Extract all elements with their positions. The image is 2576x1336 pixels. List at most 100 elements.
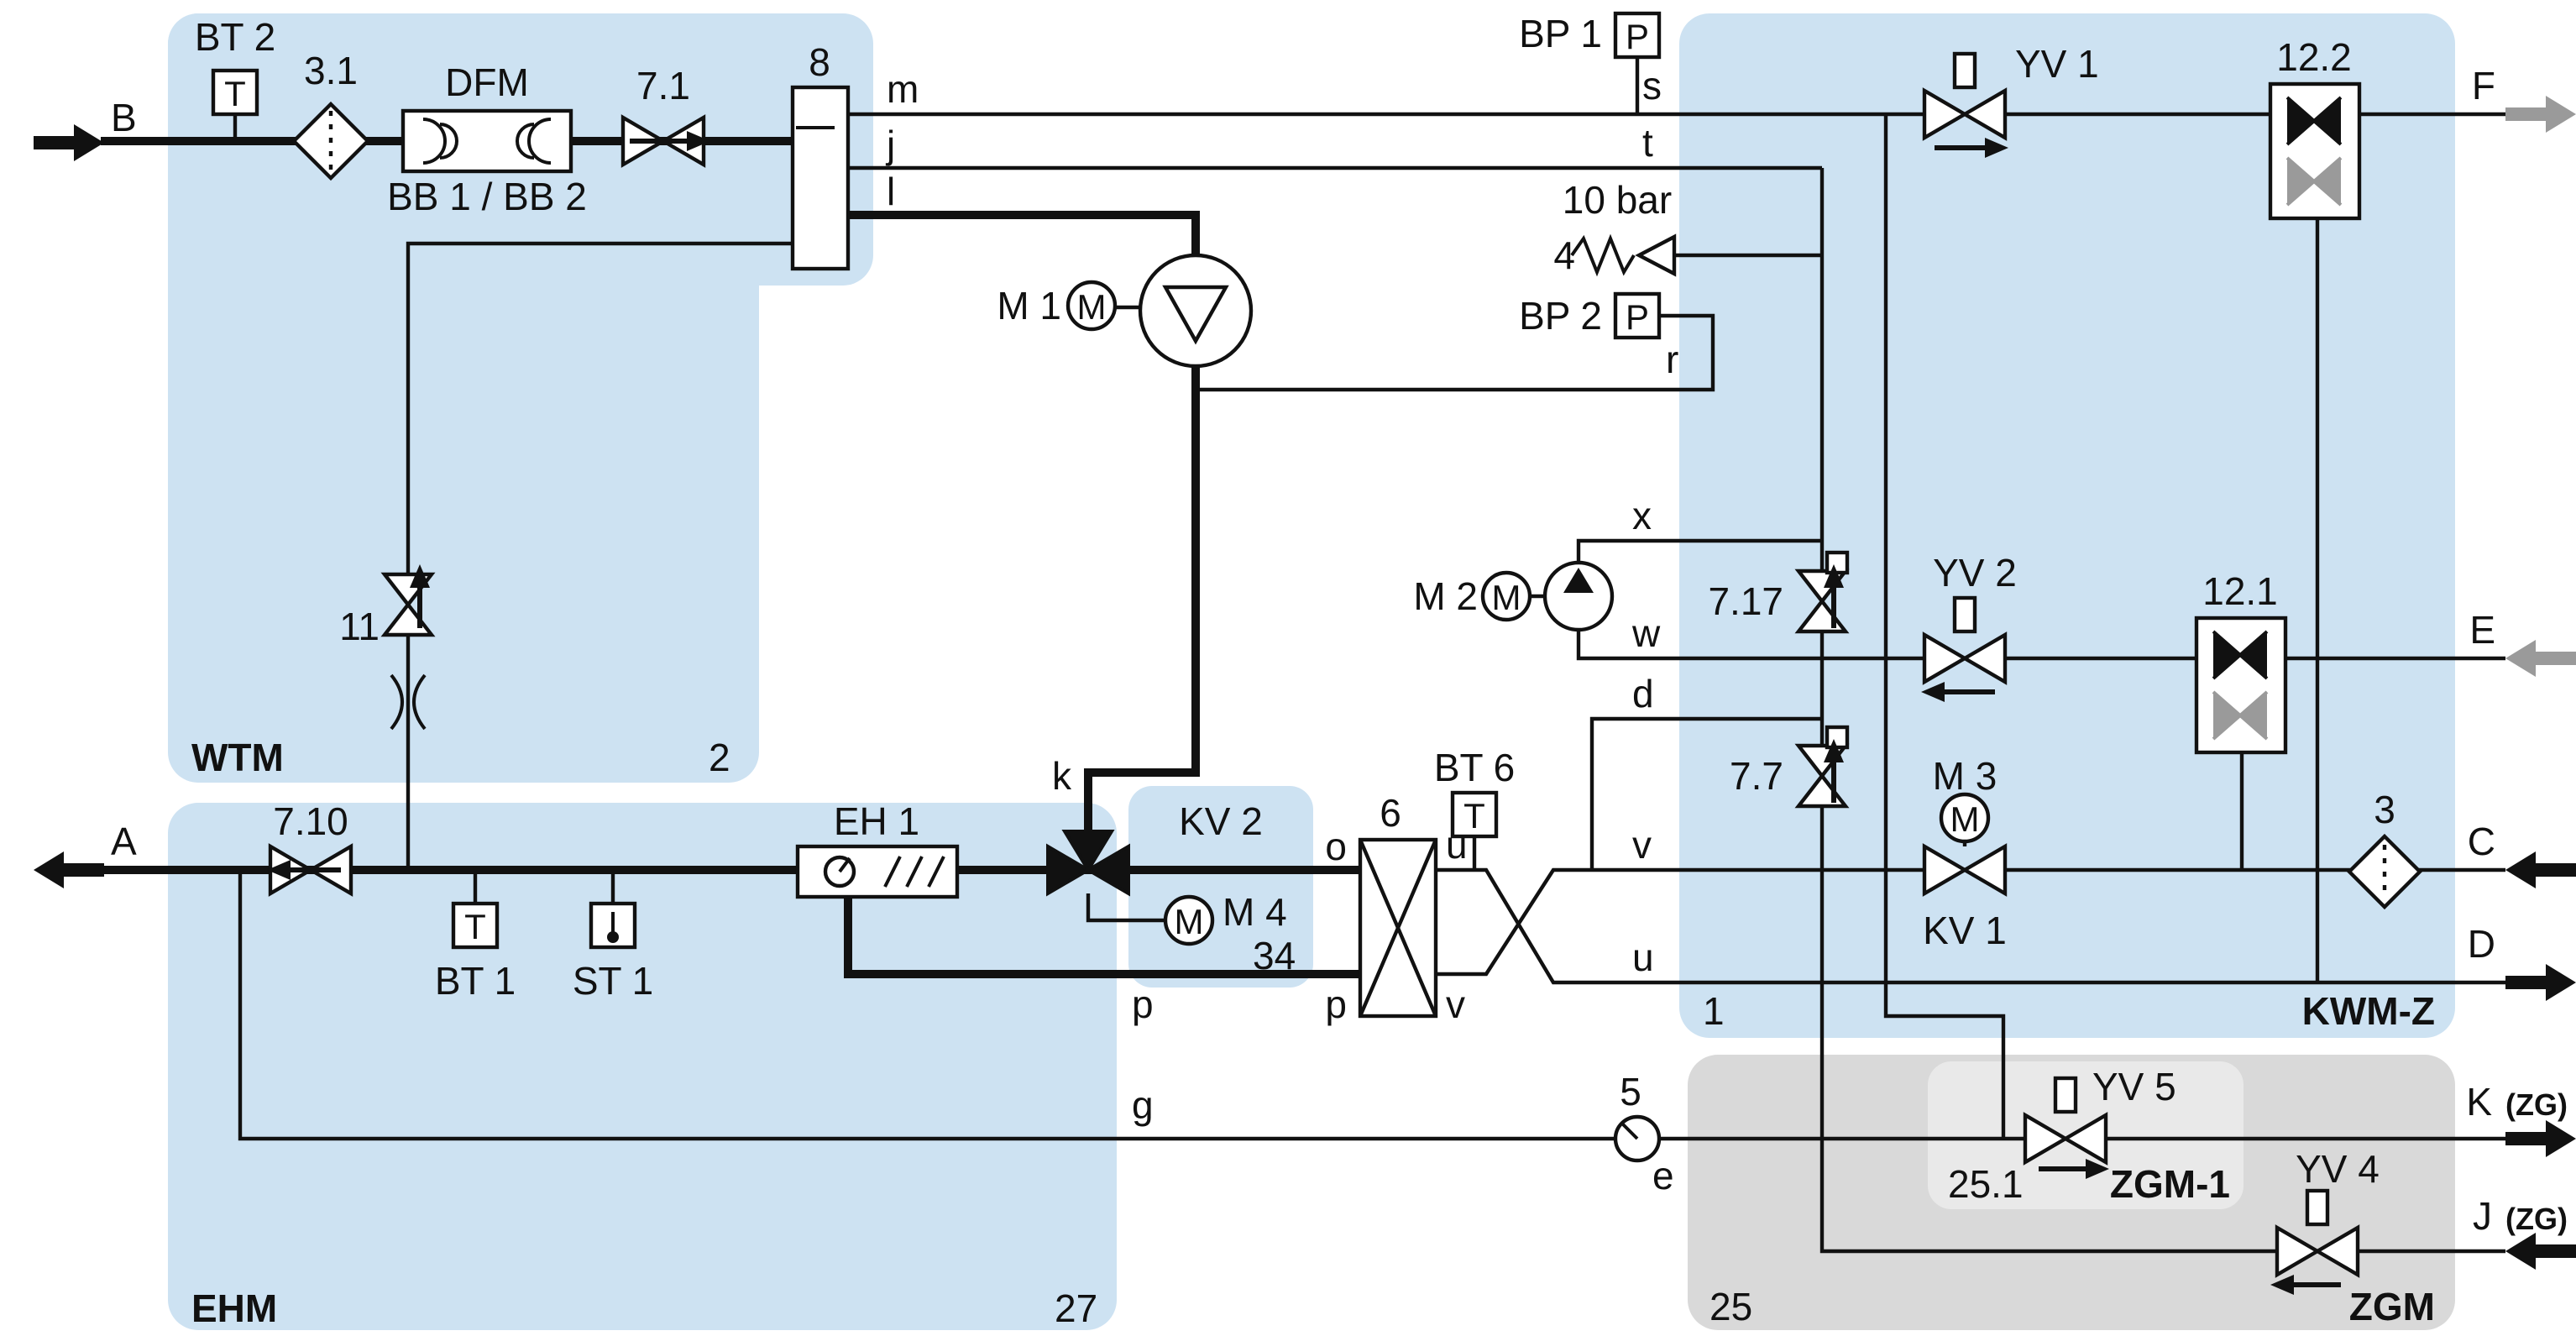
cartridge-cross-gray: [2285, 156, 2343, 207]
yv2-label: YV 2: [1933, 551, 2017, 595]
region-kv2-label: KV 2: [1179, 799, 1263, 843]
pump-icon: [1542, 560, 1615, 632]
inflow-arrow-e: [2505, 640, 2576, 677]
bt2-label: BT 2: [195, 15, 275, 59]
solenoid-icon: [2053, 1076, 2078, 1114]
valve-icon: [2275, 1224, 2322, 1278]
heat-exchanger-6: 6: [1358, 791, 1438, 1019]
port-j-label: J: [2473, 1194, 2492, 1238]
region-ehm-number: 27: [1055, 1286, 1097, 1330]
motor-letter: M: [1492, 578, 1521, 617]
filter-3: 3: [2346, 788, 2423, 910]
motor-m4: M M 4 34: [1163, 890, 1296, 977]
check-block-12-2: 12.2: [2268, 35, 2362, 221]
m2-label: M 2: [1413, 574, 1478, 618]
valve-7-17-label: 7.17: [1708, 579, 1783, 623]
motor-letter: M: [1077, 287, 1107, 327]
valve-11: 11: [339, 564, 436, 731]
three-way-valve-kv2: [1046, 830, 1130, 897]
m4-link: [1086, 893, 1165, 923]
pressure-sensor-icon: [1613, 11, 1662, 60]
region-zgm-number: 25: [1709, 1285, 1752, 1328]
line-label-v-hx: v: [1446, 982, 1465, 1026]
line-r: [1196, 313, 1715, 392]
thermometer-bulb: [607, 931, 619, 943]
yv1-label: YV 1: [2015, 42, 2099, 86]
sensor-bt1: T BT 1: [435, 901, 516, 1003]
flow-arrow-head: [267, 860, 291, 880]
temperature-sensor-icon: [211, 68, 259, 117]
outflow-arrow-d: [2505, 964, 2576, 1001]
motor-icon: [1163, 894, 1215, 946]
valve-7-7: 7.7: [1730, 725, 1850, 809]
pump-triangle: [1563, 568, 1594, 593]
c122-label: 12.2: [2276, 35, 2352, 79]
gauge-5: 5: [1613, 1070, 1662, 1163]
gauge-5-label: 5: [1620, 1070, 1641, 1113]
yv4-label: YV 4: [2296, 1147, 2380, 1191]
line-label-s: s: [1642, 64, 1662, 107]
sensor-bp2: P BP 2: [1519, 291, 1662, 340]
check-block-12-1: 12.1: [2194, 569, 2288, 755]
port-b-label: B: [111, 96, 137, 139]
motor-icon: [1480, 570, 1532, 622]
bp2-label: BP 2: [1519, 294, 1602, 338]
line-label-w: w: [1631, 611, 1661, 655]
valve-icon: [1922, 631, 1969, 685]
line-labels: m j l s t r x w d k o p p u v v u g e: [885, 64, 1678, 1197]
region-zgm1-number: 25.1: [1948, 1162, 2024, 1206]
block-outline: [2268, 81, 2362, 221]
port-k-zg-label: (ZG): [2505, 1087, 2568, 1122]
flow-arrow-head: [1921, 682, 1945, 702]
heater-icon: [795, 844, 960, 899]
region-labels: WTM 2 EHM 27 KV 2 KWM-Z 1 ZGM 25 ZGM-1 2…: [191, 736, 2435, 1330]
bt1-label: BT 1: [435, 959, 516, 1003]
line-label-o: o: [1325, 825, 1347, 868]
pump-m1: M 1 M: [997, 253, 1254, 369]
wave-left-1: [422, 118, 447, 165]
valve-icon: [1961, 843, 2008, 897]
relief-setpoint: 10 bar: [1563, 178, 1672, 222]
sensor-bt2: T BT 2: [195, 15, 275, 117]
filter-3-1-label: 3.1: [304, 49, 358, 92]
valve-icon: [1961, 631, 2008, 685]
block-outline: [2194, 616, 2288, 755]
wave-left-2: [439, 123, 458, 160]
cartridge-cross-gray: [2212, 690, 2269, 741]
heater-eh1: EH 1: [795, 799, 960, 899]
c121-label: 12.1: [2202, 569, 2278, 613]
motor-letter: M: [1175, 902, 1204, 941]
flow-arrow-head: [1824, 564, 1844, 588]
valve-icon: [1961, 87, 2008, 141]
region-wtm-number: 2: [709, 736, 730, 779]
temperature-sensor-icon: [1450, 790, 1499, 839]
outflow-arrow-a: [34, 851, 104, 888]
line-label-l: l: [887, 170, 895, 213]
sensor-bp1: P BP 1: [1519, 11, 1662, 60]
motor-letter: M: [1950, 799, 1980, 839]
line-label-t: t: [1642, 121, 1653, 165]
cartridge-valve-icon: [2213, 631, 2240, 678]
solenoid-valve-yv5: YV 5: [2023, 1065, 2176, 1179]
thermostat-needle: [838, 857, 851, 873]
m4-label: M 4: [1223, 890, 1287, 934]
bp1-label: BP 1: [1519, 12, 1602, 55]
region-ehm: [168, 803, 1117, 1330]
branch-11: [406, 241, 793, 870]
motor-valve-kv1: M 3 M KV 1: [1922, 754, 2008, 952]
cartridge-valve-icon: [2287, 97, 2314, 144]
line-label-p-right: p: [1325, 982, 1347, 1026]
m1-label: M 1: [997, 284, 1061, 327]
region-zgm1-label: ZGM-1: [2110, 1162, 2230, 1206]
solenoid-valve-yv4: YV 4: [2270, 1147, 2380, 1295]
cartridge-valve-icon-gray: [2287, 158, 2314, 205]
line-x: [1576, 538, 1822, 563]
line-l-pump: [848, 211, 1200, 870]
port-j-zg-label: (ZG): [2505, 1202, 2568, 1236]
valve-11-label: 11: [339, 605, 380, 648]
sensor-letter: P: [1626, 297, 1649, 337]
valve-7-10-label: 7.10: [273, 799, 348, 843]
valve-icon: [1922, 87, 1969, 141]
separator-8: 8: [790, 40, 851, 271]
